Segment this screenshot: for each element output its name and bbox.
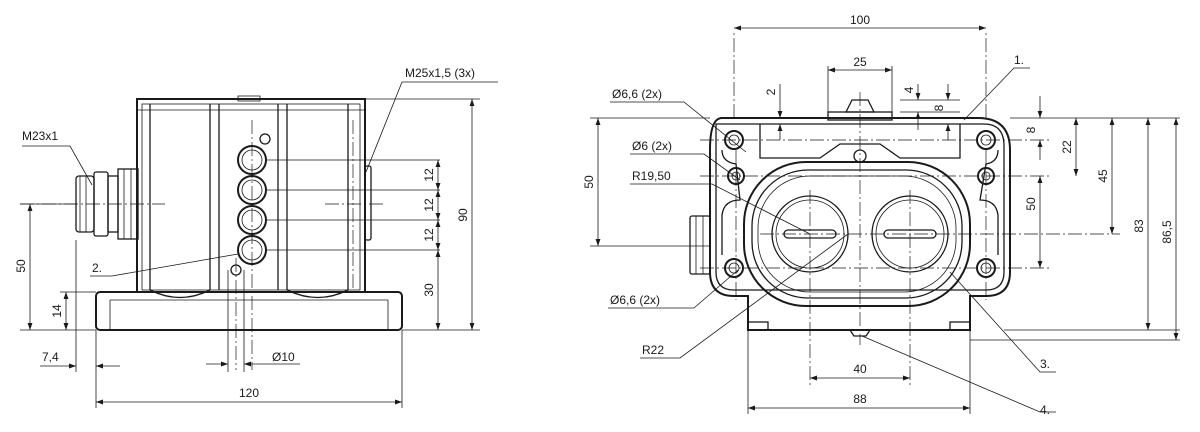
front-view-labels: 100 25 2 4 8 1. Ø6,6 (2x) Ø6 (2x) R19,50… bbox=[582, 13, 1174, 417]
dim-22: 22 bbox=[1060, 140, 1074, 154]
dim-120: 120 bbox=[239, 386, 259, 400]
callout-2: 2. bbox=[92, 261, 102, 275]
dim-40: 40 bbox=[853, 362, 867, 376]
dim-100: 100 bbox=[850, 13, 870, 27]
dim-7-4: 7,4 bbox=[42, 350, 59, 364]
dim-90: 90 bbox=[456, 208, 470, 222]
radius-22: R22 bbox=[642, 343, 664, 357]
dim-45: 45 bbox=[1096, 169, 1110, 183]
m23-connector bbox=[75, 168, 139, 240]
dim-4: 4 bbox=[902, 86, 916, 93]
dim-86-5: 86,5 bbox=[1160, 220, 1174, 244]
dim-8-top: 8 bbox=[932, 104, 946, 111]
callout-1: 1. bbox=[1014, 53, 1024, 67]
m23-thread-label: M23x1 bbox=[22, 129, 58, 143]
dim-83: 83 bbox=[1132, 219, 1146, 233]
m25-thread-label: M25x1,5 (3x) bbox=[405, 66, 475, 80]
dim-12-b: 12 bbox=[422, 198, 436, 212]
dim-12-a: 12 bbox=[422, 168, 436, 182]
dim-50-front: 50 bbox=[582, 175, 596, 189]
base-plate bbox=[95, 291, 403, 331]
dim-30: 30 bbox=[422, 283, 436, 297]
side-view-labels: M23x1 M25x1,5 (3x) 2. 12 12 12 30 90 50 … bbox=[14, 66, 475, 400]
dim-88: 88 bbox=[853, 392, 867, 406]
dim-50-left: 50 bbox=[14, 259, 28, 273]
hole-6-6-bottom: Ø6,6 (2x) bbox=[610, 293, 660, 307]
side-view bbox=[20, 81, 498, 408]
dim-12-c: 12 bbox=[422, 228, 436, 242]
dim-25: 25 bbox=[853, 55, 867, 69]
front-view bbox=[590, 25, 1180, 414]
callout-3: 3. bbox=[1040, 357, 1050, 371]
dim-2: 2 bbox=[764, 88, 778, 95]
dim-8-right: 8 bbox=[1024, 126, 1038, 133]
radius-19-50: R19,50 bbox=[632, 169, 671, 183]
dim-14: 14 bbox=[50, 304, 64, 318]
hole-6-6-top: Ø6,6 (2x) bbox=[612, 87, 662, 101]
dim-50-right: 50 bbox=[1024, 197, 1038, 211]
dim-phi10: Ø10 bbox=[272, 350, 295, 364]
callout-4: 4. bbox=[1040, 403, 1050, 417]
hole-6: Ø6 (2x) bbox=[632, 139, 672, 153]
